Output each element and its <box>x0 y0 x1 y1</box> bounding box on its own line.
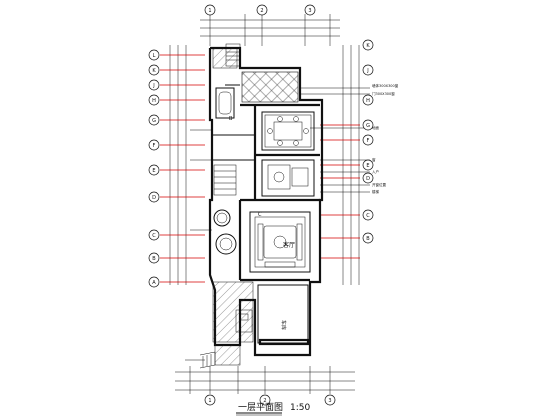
entrance-steps <box>199 351 216 369</box>
dining-area <box>261 111 315 151</box>
grid-bubble-left-5-circle <box>148 139 160 151</box>
grid-bubble-right-2: H <box>366 98 370 104</box>
grid-bubble-left-7: D <box>152 195 156 201</box>
grid-bubble-right-1-circle <box>362 64 374 76</box>
grid-bubble-left-1: K <box>152 68 156 74</box>
grid-bubble-right-6: D <box>366 176 370 182</box>
grid-bubble-top-2: 3 <box>308 8 311 14</box>
grid-bubble-left-6-circle <box>148 164 160 176</box>
grid-bubble-left-9-circle <box>148 252 160 264</box>
note-4: 窗 <box>372 157 376 162</box>
top-dimensions <box>200 14 340 46</box>
leader-lines <box>185 87 370 361</box>
grid-bubble-right-5: E <box>366 163 369 169</box>
grid-bubble-left-5: F <box>153 143 156 149</box>
note-5: 入户 <box>372 169 379 174</box>
grid-bubble-top-0: 1 <box>208 8 211 14</box>
grid-bubble-right-7-circle <box>362 209 374 221</box>
grid-bubble-top-1: 2 <box>260 8 263 14</box>
grid-bubble-top-2-circle <box>304 4 316 16</box>
grid-bubble-right-8: B <box>366 236 370 242</box>
left-dimensions <box>169 45 187 285</box>
kitchen-area <box>261 159 315 197</box>
stairs-mid <box>213 164 237 196</box>
grid-bubble-left-3-circle <box>148 94 160 106</box>
grid-bubble-bottom-2-circle <box>324 394 336 406</box>
grid-bubble-bottom-0-circle <box>204 394 216 406</box>
grid-bubble-left-2: J <box>152 83 154 89</box>
note-3: 地面 <box>372 125 380 130</box>
grid-bubble-left-6: E <box>152 168 155 174</box>
garage <box>235 284 310 346</box>
room-label-garage: 车库 <box>280 320 287 330</box>
grid-bubble-bottom-1-circle <box>259 394 271 406</box>
bottom-dimensions <box>175 366 355 394</box>
grid-bubble-left-0-circle <box>148 49 160 61</box>
grid-bubble-right-5-circle <box>362 159 374 171</box>
grid-bubble-left-4-circle <box>148 114 160 126</box>
note-7: 楼梯 <box>372 189 380 194</box>
living-area <box>249 211 311 273</box>
room-label-dining: C <box>258 212 262 218</box>
grid-bubble-left-1-circle <box>148 64 160 76</box>
grid-bubble-top-0-circle <box>204 4 216 16</box>
grid-bubble-right-2-circle <box>362 94 374 106</box>
grid-bubble-left-0: L <box>153 53 156 59</box>
room-label-living: 客厅 <box>283 241 295 249</box>
grid-bubble-right-0-circle <box>362 39 374 51</box>
grid-bubble-top-1-circle <box>256 4 268 16</box>
drawing-scale: 1:50 <box>290 403 310 413</box>
grid-bubble-right-4: F <box>367 138 370 144</box>
grid-bubble-right-3: G <box>366 123 370 129</box>
grid-bubble-left-4: G <box>152 118 156 124</box>
grid-bubble-left-8: C <box>152 233 156 239</box>
grid-bubble-bottom-1: 2 <box>263 398 266 404</box>
note-2: 门300X300窗 <box>372 91 395 96</box>
axis-lines <box>160 54 360 283</box>
grid-bubble-left-9: B <box>152 256 156 262</box>
grid-bubble-right-1: J <box>366 68 368 74</box>
grid-bubble-left-10-circle <box>148 276 160 288</box>
building-walls <box>208 46 324 357</box>
drawing-title: 一层平面图 <box>238 402 283 413</box>
stairs-top <box>225 43 241 67</box>
room-label-bath: B <box>229 116 233 122</box>
grid-bubble-bottom-2: 3 <box>328 398 331 404</box>
grid-bubble-bottom-0: 1 <box>208 398 211 404</box>
grid-bubble-left-10: A <box>152 280 156 286</box>
note-6: 开窗位置 <box>372 182 386 187</box>
note-1: 墙体300X300窗 <box>372 83 399 88</box>
grid-bubble-left-7-circle <box>148 191 160 203</box>
grid-bubble-left-8-circle <box>148 229 160 241</box>
grid-bubble-left-3: H <box>152 98 156 104</box>
round-fixtures <box>213 87 237 255</box>
grid-bubble-right-8-circle <box>362 232 374 244</box>
grid-bubble-right-3-circle <box>362 119 374 131</box>
grid-bubble-right-4-circle <box>362 134 374 146</box>
grid-bubble-right-0: K <box>366 43 370 49</box>
grid-bubble-left-2-circle <box>148 79 160 91</box>
grid-bubble-right-7: C <box>366 213 370 219</box>
grid-bubble-right-6-circle <box>362 172 374 184</box>
